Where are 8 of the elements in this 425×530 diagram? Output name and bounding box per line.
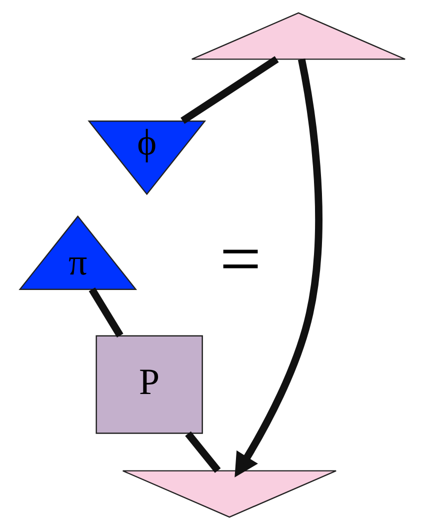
node-box: P — [96, 335, 203, 434]
node-triangle — [191, 12, 406, 60]
label: = — [220, 217, 262, 300]
connector — [185, 431, 221, 473]
connector — [180, 56, 279, 124]
arrow — [234, 58, 322, 478]
node-triangle — [122, 470, 337, 518]
connector — [88, 287, 124, 338]
